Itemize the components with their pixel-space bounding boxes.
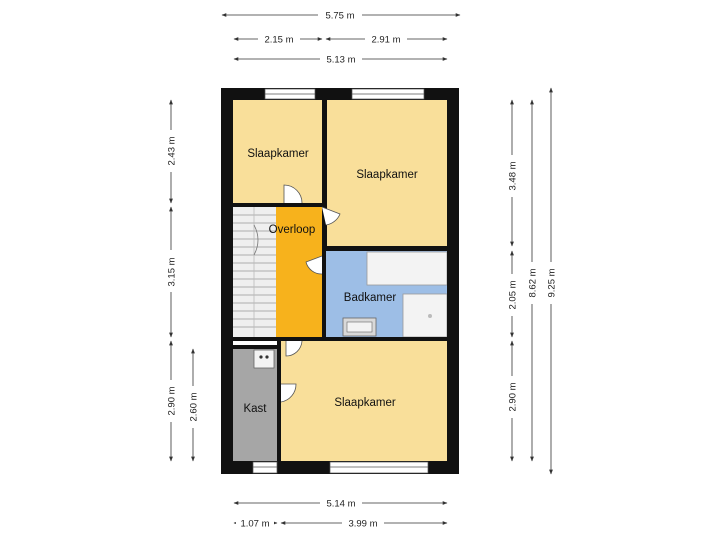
boiler-icon <box>253 349 275 369</box>
dim-bottom-left: 1.07 m <box>240 519 269 530</box>
label-bedroom-bottom: Slaapkamer <box>334 397 396 409</box>
dimension-left: 2.43 m 3.15 m 2.90 m 2.60 m <box>165 99 200 462</box>
dim-top-right: 2.91 m <box>371 35 400 46</box>
dim-top-total: 5.75 m <box>325 11 354 22</box>
doors <box>280 184 341 403</box>
dim-right-top: 3.48 m <box>508 161 519 190</box>
label-bedroom-top-left: Slaapkamer <box>247 148 309 160</box>
dim-left-top: 2.43 m <box>167 136 178 165</box>
dim-top-inner: 5.13 m <box>326 55 355 66</box>
dim-right-bottom: 2.90 m <box>508 382 519 411</box>
dim-right-middle: 2.05 m <box>508 280 519 309</box>
bathroom-fixtures <box>342 251 448 338</box>
stairs <box>233 207 276 337</box>
dim-left-bottom: 2.90 m <box>167 386 178 415</box>
dim-right-inner: 8.62 m <box>528 268 539 297</box>
room-bedroom-top-right <box>327 100 447 246</box>
label-bedroom-top-right: Slaapkamer <box>356 169 418 181</box>
shower-drain <box>428 314 432 318</box>
dim-bottom-total: 5.14 m <box>326 499 355 510</box>
dim-left-inner-bottom: 2.60 m <box>189 392 200 421</box>
label-bathroom: Badkamer <box>344 292 397 304</box>
dim-right-total: 9.25 m <box>547 268 558 297</box>
dimension-bottom: 5.14 m 1.07 m 3.99 m <box>233 497 448 530</box>
room-bedroom-top-left <box>233 100 322 203</box>
dimension-top: 5.75 m 2.15 m 2.91 m 5.13 m <box>221 9 461 66</box>
dim-left-middle: 3.15 m <box>167 257 178 286</box>
windows <box>252 88 429 474</box>
label-landing: Overloop <box>269 224 316 236</box>
dimension-right: 3.48 m 2.05 m 2.90 m 8.62 m 9.25 m <box>506 87 558 475</box>
room-bedroom-bottom <box>281 341 447 461</box>
dim-top-left: 2.15 m <box>264 35 293 46</box>
room-stairs <box>233 207 276 337</box>
label-closet: Kast <box>243 403 267 415</box>
shower <box>402 293 448 338</box>
dim-bottom-right: 3.99 m <box>348 519 377 530</box>
bathtub <box>366 251 448 286</box>
